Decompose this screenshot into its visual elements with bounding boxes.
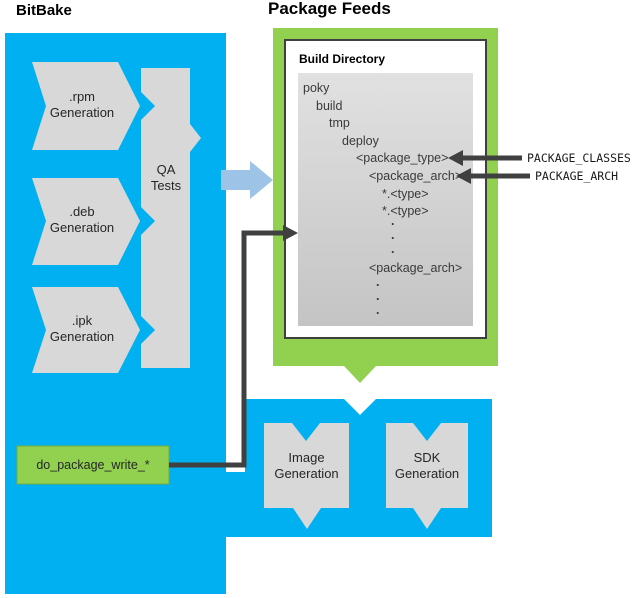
image-generation-label: Image Generation [274,450,339,481]
tree-item-package-type: <package_type> [356,151,449,165]
tree-item-package-arch-2: <package_arch> [369,261,463,275]
tree-item-type-file-1: *.<type> [382,187,429,201]
tree-ellipsis-dot: . [391,214,395,228]
tree-ellipsis-dot: . [391,228,395,242]
tree-ellipsis-dot: . [376,289,380,303]
package-feeds-arrow-tab [344,366,376,383]
ipk-generation-shape [32,287,140,373]
tree-item-build: build [316,99,343,113]
flow-arrow-icon [221,161,273,199]
tree-ellipsis-dot: . [376,303,380,317]
bitbake-title: BitBake [16,2,72,19]
rpm-generation-shape [32,62,140,150]
deb-generation-shape [32,178,140,265]
qa-tests-label: QA Tests [150,162,182,193]
tree-item-poky: poky [303,81,330,95]
package-classes-label: PACKAGE_CLASSES [527,151,631,165]
ipk-generation-label: .ipk Generation [49,313,115,344]
qa-tests-shape [141,68,201,368]
rpm-generation-label: .rpm Generation [49,89,115,120]
package-arch-label: PACKAGE_ARCH [535,169,619,183]
deb-generation-label: .deb Generation [49,204,115,235]
package-feeds-title: Package Feeds [268,0,391,18]
package-classes-arrowhead-icon [448,150,463,166]
build-directory-label: Build Directory [299,52,386,66]
package-arch-arrowhead-icon [456,168,471,184]
do-package-write-box [16,445,170,485]
do-package-connector-arrowhead-icon [283,225,298,241]
sdk-generation-label: SDK Generation [394,450,460,481]
do-package-write-label: do_package_write_* [36,458,150,472]
tree-item-package-arch: <package_arch> [369,169,463,183]
image-generation-shape [264,423,349,529]
tree-item-tmp: tmp [329,116,350,130]
tree-item-deploy: deploy [342,134,379,148]
tree-ellipsis-dot: . [391,242,395,256]
tree-ellipsis-dot: . [376,275,380,289]
do-package-connector-line [169,230,284,468]
directory-tree-panel [298,73,473,326]
sdk-generation-shape [386,423,468,529]
tree-item-type-file-2: *.<type> [382,204,429,218]
